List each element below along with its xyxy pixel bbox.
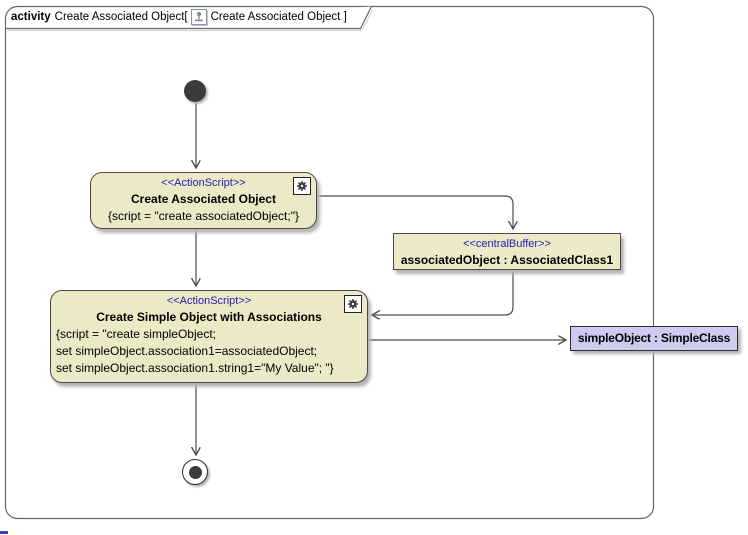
object-node-label: simpleObject : SimpleClass [577, 331, 731, 345]
edge-action1-to-buffer[interactable] [317, 195, 513, 229]
blue-corner-mark [0, 531, 8, 534]
action1-name: Create Associated Object [131, 192, 276, 206]
edge-buffer-to-action2[interactable] [372, 270, 514, 315]
final-node-inner-dot [188, 465, 202, 479]
action-create-simple-object[interactable]: <<ActionScript>> Create Simple Object wi… [50, 290, 368, 383]
action2-script-line: {script = "create simpleObject; [56, 327, 216, 341]
action2-script-line: set simpleObject.association1.string1="M… [56, 361, 334, 375]
central-buffer-node[interactable]: <<centralBuffer>> associatedObject : Ass… [393, 233, 621, 270]
frame-title-right: Create Associated Object ] [210, 11, 347, 23]
action2-name: Create Simple Object with Associations [96, 310, 322, 324]
action-create-associated-object[interactable]: <<ActionScript>> Create Associated Objec… [90, 172, 317, 229]
action2-stereotype: <<ActionScript>> [166, 295, 252, 307]
activity-frame[interactable] [4, 5, 655, 520]
frame-title-left: Create Associated Object[ [54, 11, 188, 23]
initial-node[interactable] [184, 80, 206, 102]
buffer-stereotype: <<centralBuffer>> [463, 238, 551, 250]
gear-icon[interactable] [344, 295, 362, 313]
buffer-name: associatedObject : AssociatedClass1 [400, 253, 614, 267]
activity-diagram-icon [190, 9, 207, 25]
action1-script: {script = "create associatedObject;"} [108, 209, 299, 223]
activity-final-node[interactable] [182, 459, 208, 485]
action1-stereotype: <<ActionScript>> [161, 177, 246, 189]
frame-keyword: activity [11, 11, 51, 23]
action2-script-line: set simpleObject.association1=associated… [56, 344, 318, 358]
frame-tab-shade [8, 8, 374, 31]
gear-icon[interactable] [293, 177, 311, 195]
frame-title-tab[interactable] [5, 6, 373, 30]
frame-title: activity Create Associated Object[ Creat… [11, 9, 347, 25]
object-node-simple-object[interactable]: simpleObject : SimpleClass [570, 326, 738, 351]
